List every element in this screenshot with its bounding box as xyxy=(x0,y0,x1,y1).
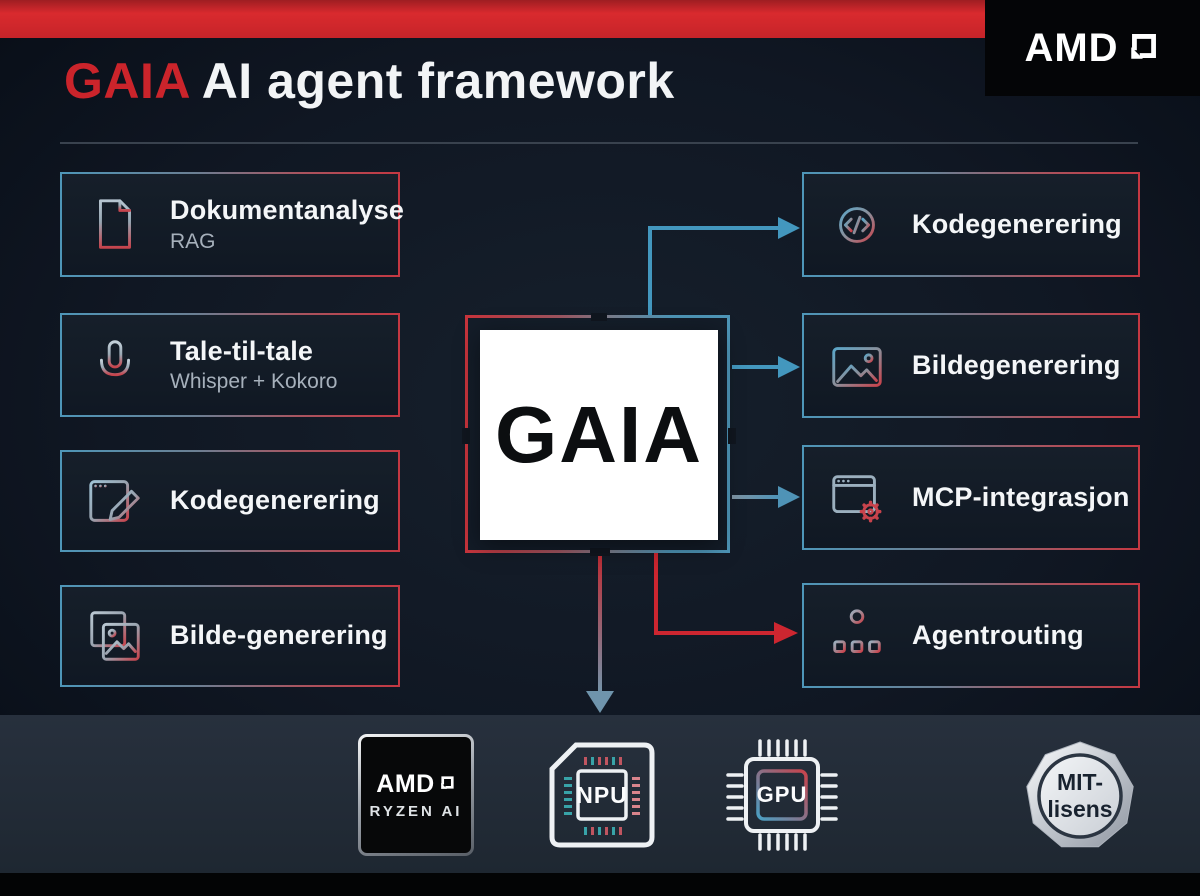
connector-mcp xyxy=(732,495,778,499)
frame-gap-left xyxy=(462,428,470,444)
amd-ryzen-ai-badge: AMD RYZEN AI xyxy=(358,734,474,856)
node-dokumentanalyse: Dokumentanalyse RAG xyxy=(60,172,404,277)
connector-agentrouting-vertical xyxy=(654,553,658,633)
arrowhead-kodegenerering xyxy=(778,217,800,239)
mit-license-badge: MIT- lisens xyxy=(1022,738,1138,859)
node-title: Bildegenerering xyxy=(912,349,1121,380)
node-kodegenerering-right: Kodegenerering xyxy=(802,172,1140,277)
top-red-bar xyxy=(0,0,985,38)
hierarchy-icon xyxy=(826,605,888,667)
node-tale-til-tale: Tale-til-tale Whisper + Kokoro xyxy=(60,313,400,417)
arrowhead-agentrouting xyxy=(774,622,798,644)
stacked-images-icon xyxy=(84,605,146,667)
connector-kodegenerering-vertical xyxy=(648,228,652,316)
frame-gap-top xyxy=(591,313,607,321)
node-subtitle: Whisper + Kokoro xyxy=(170,370,338,394)
ryzen-product-label: RYZEN AI xyxy=(369,803,463,820)
node-title: MCP-integrasjon xyxy=(912,481,1130,512)
node-agentrouting: Agentrouting xyxy=(802,583,1140,688)
microphone-icon xyxy=(84,334,146,396)
arrowhead-hardware xyxy=(586,691,614,713)
title-divider xyxy=(60,142,1138,144)
node-kodegenerering-left: Kodegenerering xyxy=(60,450,400,552)
connector-hardware-vertical xyxy=(598,553,602,693)
node-title: Kodegenerering xyxy=(912,208,1122,239)
gaia-core-label: GAIA xyxy=(495,390,703,479)
gpu-chip-label: GPU xyxy=(757,782,808,807)
node-mcp-integrasjon: MCP-integrasjon xyxy=(802,445,1140,550)
frame-gap-right xyxy=(728,428,736,444)
arrowhead-mcp xyxy=(778,486,800,508)
arrowhead-bildegenerering xyxy=(778,356,800,378)
gaia-core-box: GAIA xyxy=(480,330,718,540)
mit-badge-line1: MIT- xyxy=(1057,769,1103,795)
connector-bildegenerering xyxy=(732,365,778,369)
node-title: Tale-til-tale xyxy=(170,335,314,366)
npu-chip-icon: NPU xyxy=(546,739,658,856)
connector-agentrouting-horizontal xyxy=(654,631,774,635)
node-title: Agentrouting xyxy=(912,619,1084,650)
connector-kodegenerering-horizontal xyxy=(648,226,778,230)
node-bildegenerering: Bildegenerering xyxy=(802,313,1140,418)
node-title: Dokumentanalyse xyxy=(170,195,405,226)
ryzen-amd-wordmark: AMD xyxy=(376,770,435,798)
node-subtitle: RAG xyxy=(170,229,216,253)
node-bilde-generering: Bilde-generering xyxy=(60,585,400,687)
gear-code-icon xyxy=(826,194,888,256)
frame-gap-bottom xyxy=(590,548,610,556)
image-icon xyxy=(826,335,888,397)
amd-wordmark: AMD xyxy=(1024,26,1119,70)
amd-arrow-icon-small xyxy=(439,774,456,796)
code-editor-icon xyxy=(84,470,146,532)
node-title: Kodegenerering xyxy=(170,485,380,516)
bottom-black-strip xyxy=(0,873,1200,896)
amd-brand-box: AMD xyxy=(985,0,1200,96)
title-accent: GAIA xyxy=(64,53,202,109)
gpu-chip-icon: GPU xyxy=(724,737,840,858)
mit-badge-line2: lisens xyxy=(1047,796,1112,822)
page-title: GAIA AI agent framework xyxy=(64,52,675,110)
window-gear-icon xyxy=(826,467,888,529)
node-title: Bilde-generering xyxy=(170,620,388,651)
document-icon xyxy=(84,194,146,256)
npu-chip-label: NPU xyxy=(576,782,628,808)
amd-arrow-icon xyxy=(1127,29,1161,68)
title-rest: AI agent framework xyxy=(201,53,675,109)
